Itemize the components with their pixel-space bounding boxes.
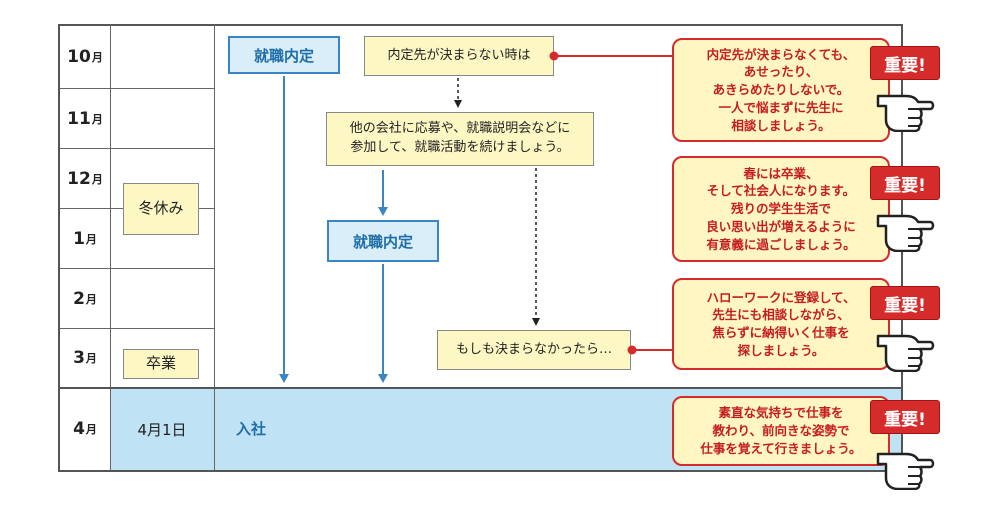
arrowhead (378, 374, 388, 383)
note-line: 焦らずに納得いく仕事を (712, 325, 850, 340)
column-divider-events (214, 24, 215, 470)
note-line: 素直な気持ちで仕事を (718, 405, 844, 421)
important-note-1: 内定先が決まらなくても、 あせったり、 あきらめたりしないで。 一人で悩まずに先… (672, 38, 890, 142)
arrowhead (532, 318, 540, 326)
pointing-hand-icon (876, 452, 935, 490)
important-badge: 重要! (870, 400, 940, 434)
continue-line-1: 他の会社に応募や、就職説明会などに (349, 121, 571, 137)
connector-dot (549, 51, 559, 61)
winter-break-label: 冬休み (123, 183, 199, 235)
if-not-decided-box: もしも決まらなかったら… (437, 330, 631, 370)
note-line: 春には卒業、 (743, 165, 819, 181)
joining-label: 入社 (236, 420, 267, 438)
job-offer-box-2: 就職内定 (327, 220, 439, 262)
arrowhead (279, 374, 289, 383)
note-line: 内定先が決まらなくても、 (706, 46, 856, 62)
note-line: 教わり、前向きな姿勢で (712, 423, 850, 439)
continue-search-box: 他の会社に応募や、就職説明会などに 参加して、就職活動を続けましょう。 (326, 112, 594, 166)
arrowhead (454, 100, 462, 108)
note-line: そして社会人になります。 (706, 183, 856, 199)
april-divider (60, 387, 901, 389)
graduation-label: 卒業 (123, 349, 199, 379)
note-line: 相談しましょう。 (731, 117, 831, 133)
note-line: ハローワークに登録して、 (706, 289, 856, 305)
note-line: 先生にも相談しながら、 (712, 307, 850, 323)
important-note-2: 春には卒業、 そして社会人になります。 残りの学生生活で 良い思い出が増えるよう… (672, 156, 890, 262)
note-line: 残りの学生生活で (730, 201, 831, 217)
note-line: あきらめたりしないで。 (712, 82, 850, 98)
note-line: 仕事を覚えて行きましょう。 (700, 440, 862, 456)
note-line: 有意義に過ごしましょう。 (706, 236, 856, 252)
column-divider-month (110, 24, 111, 470)
row-divider (60, 268, 214, 269)
important-note-3: ハローワークに登録して、 先生にも相談しながら、 焦らずに納得いく仕事を 探しま… (672, 278, 890, 370)
note-line: 良い思い出が増えるように (706, 218, 856, 234)
pointing-hand-icon (876, 94, 935, 132)
pointing-hand-icon (876, 334, 935, 372)
april-date-label: 4月1日 (137, 420, 187, 439)
undecided-box: 内定先が決まらない時は (364, 36, 554, 76)
row-divider (60, 148, 214, 149)
arrowhead (378, 207, 388, 216)
connector-dot (627, 345, 637, 355)
note-line: あせったり、 (743, 64, 819, 80)
row-divider (60, 88, 214, 89)
important-note-4: 素直な気持ちで仕事を 教わり、前向きな姿勢で 仕事を覚えて行きましょう。 (672, 396, 890, 466)
continue-line-2: 参加して、就職活動を続けましょう。 (350, 140, 570, 155)
note-line: 探しましょう。 (737, 342, 825, 358)
important-badge: 重要! (870, 166, 940, 200)
important-badge: 重要! (870, 286, 940, 320)
important-badge: 重要! (870, 46, 940, 80)
row-divider (60, 328, 214, 329)
note-line: 一人で悩まずに先生に (718, 99, 844, 115)
pointing-hand-icon (876, 214, 935, 252)
job-offer-box-1: 就職内定 (228, 36, 340, 74)
